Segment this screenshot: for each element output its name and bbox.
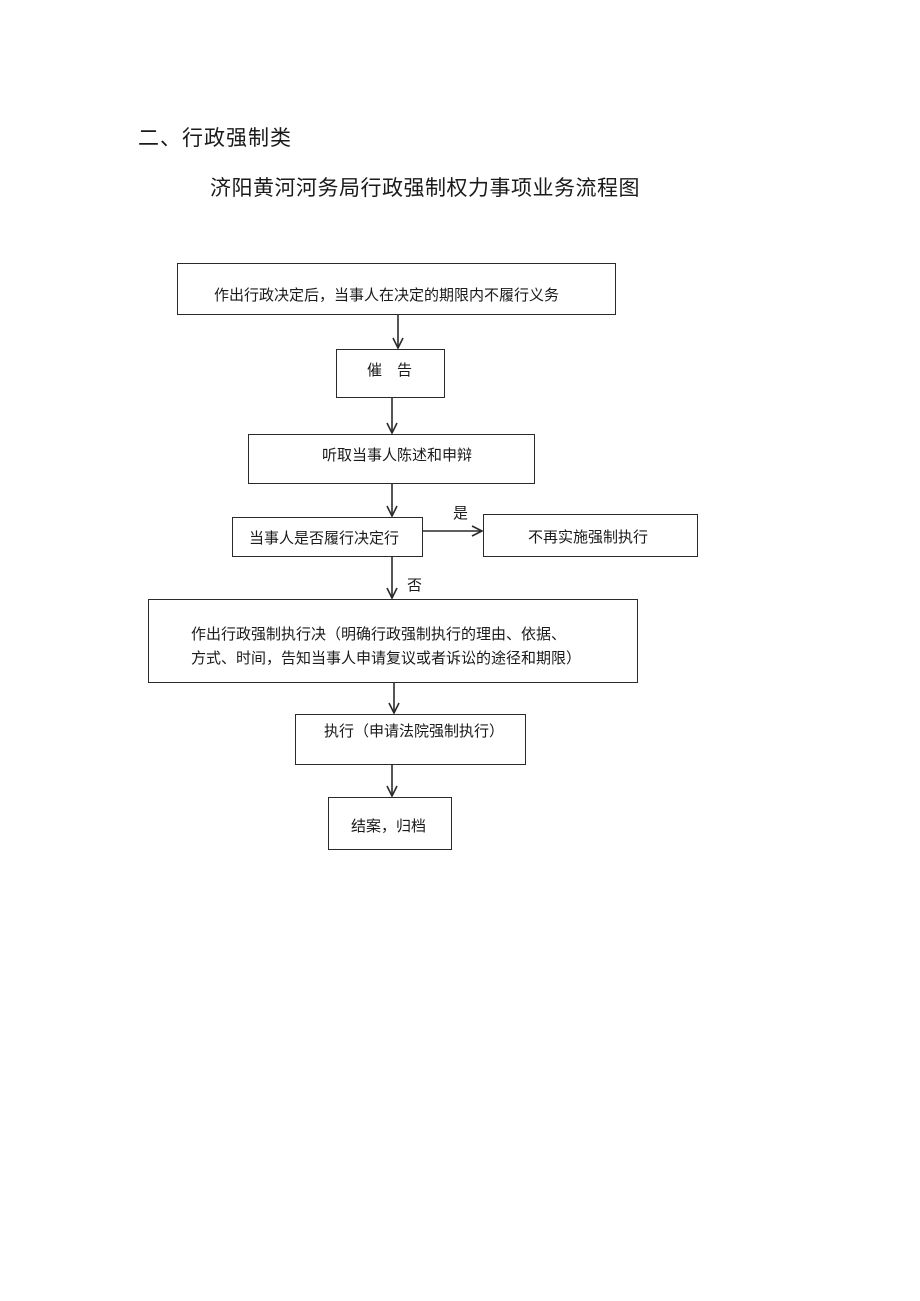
node-enforce-decision-line1: 作出行政强制执行决（明确行政强制执行的理由、依据、 [191,625,567,643]
node-enforce-decision: 作出行政强制执行决（明确行政强制执行的理由、依据、 方式、时间，告知当事人申请复… [148,599,638,683]
node-no-enforce: 不再实施强制执行 [483,514,698,557]
section-heading: 二、行政强制类 [138,126,292,150]
node-decision-label: 当事人是否履行决定行 [249,529,400,547]
diagram-title: 济阳黄河河务局行政强制权力事项业务流程图 [210,176,640,200]
edge-label-no: 否 [407,576,423,594]
node-urge-label: 催告 [367,361,428,379]
edge-label-yes: 是 [453,504,469,522]
node-hearing: 听取当事人陈述和申辩 [248,434,535,484]
node-start: 作出行政决定后，当事人在决定的期限内不履行义务 [177,263,616,315]
node-hearing-label: 听取当事人陈述和申辩 [322,446,473,464]
node-urge: 催告 [336,349,445,398]
node-enforce-decision-line2: 方式、时间，告知当事人申请复议或者诉讼的途径和期限） [191,649,582,667]
node-decision: 当事人是否履行决定行 [232,517,423,557]
node-no-enforce-label: 不再实施强制执行 [528,528,649,546]
node-execute-label: 执行（申请法院强制执行） [324,722,505,740]
node-execute: 执行（申请法院强制执行） [295,714,526,765]
node-close: 结案，归档 [328,797,452,850]
node-close-label: 结案，归档 [351,817,427,835]
node-start-label: 作出行政决定后，当事人在决定的期限内不履行义务 [214,286,560,304]
